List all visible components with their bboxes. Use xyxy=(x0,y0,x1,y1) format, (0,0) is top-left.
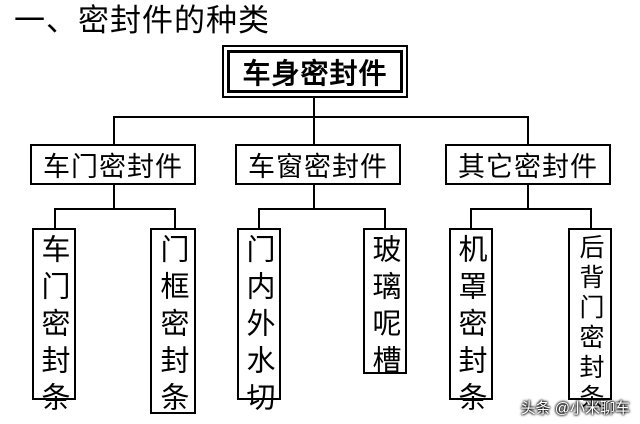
connector-leaf5-up xyxy=(470,208,472,229)
category-node-other: 其它密封件 xyxy=(445,144,611,185)
connector-cat3-up xyxy=(527,116,529,145)
connector-root-down xyxy=(313,93,315,117)
leaf-label: 玻璃呢槽 xyxy=(368,234,402,382)
leaf-node-door-seal: 车门密封条 xyxy=(32,228,76,419)
connector-leaf1-up xyxy=(54,208,56,229)
connector-cat1-bar xyxy=(54,208,176,210)
leaf-label: 机罩密封条 xyxy=(454,234,488,419)
connector-cat2-down xyxy=(313,184,315,209)
category-label: 其它密封件 xyxy=(458,152,598,183)
leaf-label: 后背门密封条 xyxy=(576,234,605,414)
connector-cat2-bar xyxy=(258,208,386,210)
leaf-node-frame-seal: 门框密封条 xyxy=(150,228,196,419)
category-node-door: 车门密封件 xyxy=(30,144,196,185)
connector-cat3-bar xyxy=(470,208,592,210)
category-label: 车门密封件 xyxy=(43,152,183,183)
connector-cat3-down xyxy=(527,184,529,209)
category-label: 车窗密封件 xyxy=(248,152,388,183)
connector-leaf2-up xyxy=(174,208,176,229)
connector-leaf6-up xyxy=(590,208,592,229)
leaf-node-hood-seal: 机罩密封条 xyxy=(449,228,493,419)
connector-cat1-down xyxy=(113,184,115,209)
leaf-node-beltline: 门内外水切 xyxy=(237,228,281,419)
connector-leaf4-up xyxy=(384,208,386,229)
page-title: 一、密封件的种类 xyxy=(14,3,270,39)
connector-leaf3-up xyxy=(258,208,260,229)
category-node-window: 车窗密封件 xyxy=(235,144,401,185)
leaf-label: 车门密封条 xyxy=(37,234,71,419)
root-node-label: 车身密封件 xyxy=(242,56,388,90)
watermark: 头条 @小米聊车 xyxy=(520,400,630,417)
leaf-node-tailgate-seal: 后背门密封条 xyxy=(568,228,612,414)
leaf-label: 门内外水切 xyxy=(242,234,276,419)
connector-level1-bar xyxy=(113,116,529,118)
connector-cat2-up xyxy=(313,116,315,145)
leaf-node-glass-run: 玻璃呢槽 xyxy=(363,228,407,382)
leaf-label: 门框密封条 xyxy=(156,234,190,419)
root-node: 车身密封件 xyxy=(227,50,403,93)
connector-cat1-up xyxy=(113,116,115,145)
